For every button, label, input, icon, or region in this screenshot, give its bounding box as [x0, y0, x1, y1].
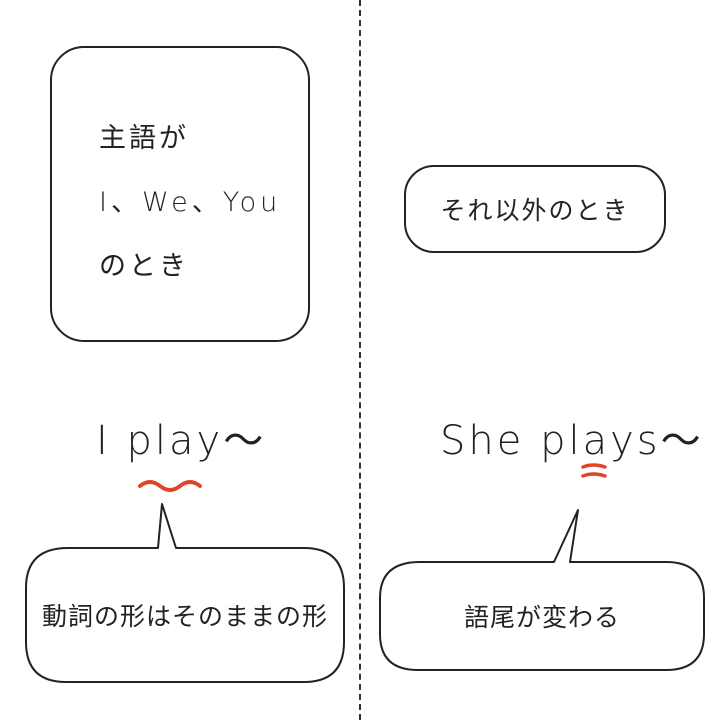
right-example-sentence: She plays～ [440, 418, 704, 464]
right-double-underline-bottom [581, 472, 607, 478]
right-callout-text: 語尾が変わる [463, 603, 620, 632]
left-wavy-underline [138, 480, 202, 492]
right-double-underline-top [581, 463, 607, 469]
left-callout-text: 動詞の形はそのままの形 [41, 602, 328, 631]
center-divider [359, 0, 361, 720]
other-condition-label: それ以外のとき [440, 196, 630, 225]
subject-condition-box: 主語が I、We、You のとき [50, 46, 310, 342]
subject-line-2: I、We、You [99, 187, 282, 218]
right-speech-bubble [379, 509, 705, 671]
subject-line-3: のとき [99, 251, 189, 282]
subject-line-1: 主語が [99, 123, 189, 154]
left-speech-bubble [25, 503, 345, 683]
left-example-sentence: I play～ [96, 418, 267, 464]
other-condition-box: それ以外のとき [404, 165, 666, 253]
